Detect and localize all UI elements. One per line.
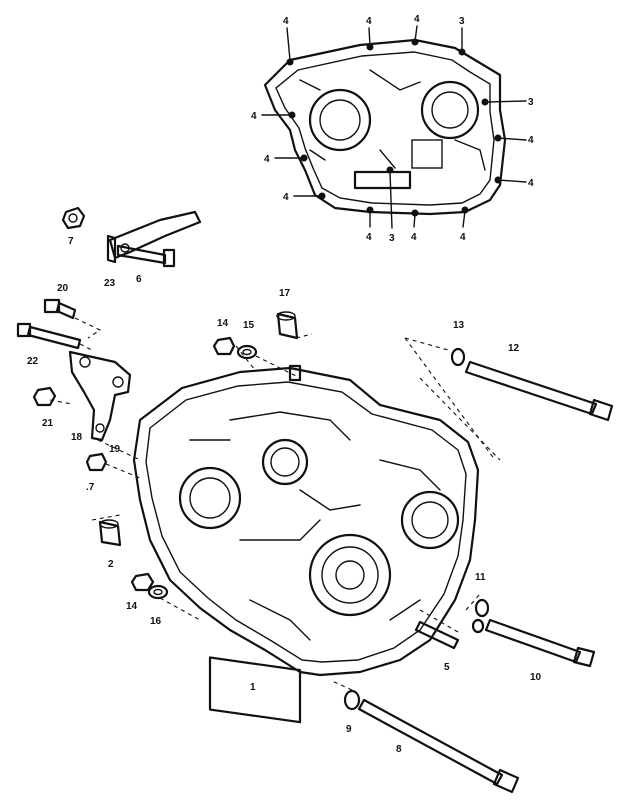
- washer-9: [343, 689, 361, 711]
- mounting-bracket-6: [106, 210, 202, 268]
- nut-7: [61, 206, 86, 230]
- bracket-18: [68, 350, 132, 442]
- callout-4: 4: [264, 154, 270, 165]
- bolt-22: [16, 322, 82, 350]
- callout-16: 16: [150, 616, 162, 627]
- assembly-leader-lines: [49, 317, 501, 691]
- callout-14: 14: [126, 601, 138, 612]
- callout-4: 4: [283, 16, 289, 27]
- nut-7-lower: [85, 452, 108, 472]
- callout-4: 4: [528, 135, 534, 146]
- callout-1: 1: [250, 682, 256, 693]
- callout-19: 19: [109, 444, 121, 455]
- callout-3: 3: [389, 233, 395, 244]
- callout-12: 12: [508, 343, 520, 354]
- bushing-17: [276, 311, 299, 340]
- washer-16: [147, 584, 169, 600]
- callout-4: 4: [414, 14, 420, 25]
- callout-21: 21: [42, 418, 54, 429]
- stud-bolt-12: [464, 360, 614, 422]
- callout-6: 6: [136, 274, 142, 285]
- callout-4: 4: [411, 232, 417, 243]
- callout-labels: 4 4 4 3 4 3 4 4 4 4 4 3 4 4 7 23 6 20 22…: [27, 14, 542, 755]
- nut-21: [32, 386, 57, 407]
- callout-23: 23: [104, 278, 116, 289]
- callout-18: 18: [71, 432, 83, 443]
- callout-13: 13: [453, 320, 465, 331]
- callout-20: 20: [57, 283, 69, 294]
- side-view-leader-lines: [261, 25, 527, 229]
- nut-14-upper: [212, 336, 236, 356]
- callout-8: 8: [396, 744, 402, 755]
- washer-11: [471, 598, 490, 634]
- callout-7: .7: [86, 482, 95, 493]
- bolt-20: [43, 298, 77, 320]
- dowel-2: [98, 519, 122, 547]
- stud-bolt-10: [484, 618, 596, 668]
- callout-4: 4: [366, 16, 372, 27]
- callout-3: 3: [459, 16, 465, 27]
- callout-4: 4: [366, 232, 372, 243]
- nut-14-lower: [130, 572, 155, 592]
- callout-3: 3: [528, 97, 534, 108]
- crankcase-side-view: [261, 25, 527, 229]
- bolt-5: [414, 620, 460, 650]
- washer-15: [236, 344, 258, 360]
- callout-4: 4: [528, 178, 534, 189]
- callout-4: 4: [251, 111, 257, 122]
- crankcase-assembly-1: [132, 364, 480, 724]
- callout-14: 14: [217, 318, 229, 329]
- callout-17: 17: [279, 288, 291, 299]
- washer-13: [450, 347, 466, 367]
- callout-11: 11: [475, 572, 486, 583]
- callout-4: 4: [460, 232, 466, 243]
- callout-9: 9: [346, 724, 352, 735]
- callout-5: 5: [444, 662, 450, 673]
- stud-bolt-8: [357, 698, 520, 794]
- callout-15: 15: [243, 320, 255, 331]
- callout-10: 10: [530, 672, 542, 683]
- callout-4: 4: [283, 192, 289, 203]
- callout-2: 2: [108, 559, 114, 570]
- callout-22: 22: [27, 356, 39, 367]
- callout-7: 7: [68, 236, 74, 247]
